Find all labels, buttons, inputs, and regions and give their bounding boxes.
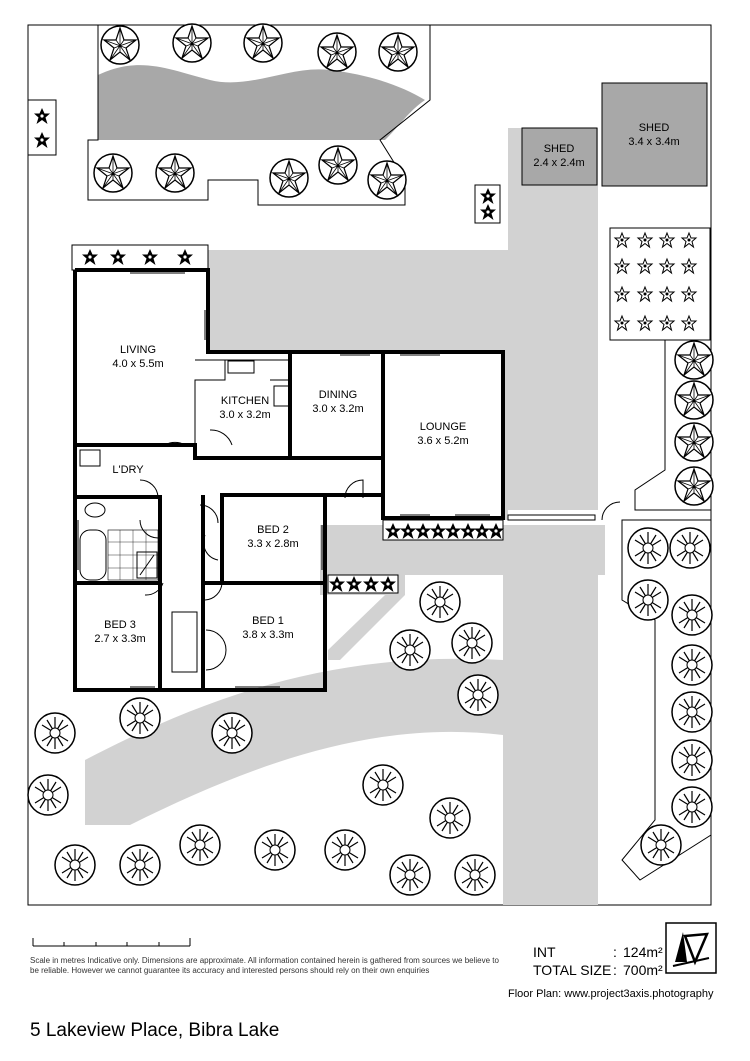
shed-small-dims: 2.4 x 2.4m <box>533 157 585 169</box>
room-bed1: BED 1 3.8 x 3.3m <box>242 614 293 642</box>
room-lounge-name: LOUNGE <box>419 421 467 433</box>
int-colon: : <box>613 944 617 960</box>
room-dining-dims: 3.0 x 3.2m <box>312 403 364 415</box>
room-bed2-name: BED 2 <box>257 524 289 536</box>
total-colon: : <box>613 962 617 978</box>
area-summary: INT : 124m² TOTAL SIZE : 700m² <box>533 943 663 979</box>
room-bed2: BED 2 3.3 x 2.8m <box>247 523 298 551</box>
room-bed1-name: BED 1 <box>252 615 284 627</box>
disclaimer-text: Scale in metres Indicative only. Dimensi… <box>30 956 499 975</box>
room-bed3-dims: 2.7 x 3.3m <box>94 633 146 645</box>
credit-text: Floor Plan: www.project3axis.photography <box>508 988 714 1000</box>
room-dining-name: DINING <box>318 389 358 401</box>
room-laundry: L'DRY <box>112 463 143 477</box>
room-kitchen: KITCHEN 3.0 x 3.2m <box>219 394 270 422</box>
shed-large <box>601 82 708 187</box>
room-living-dims: 4.0 x 5.5m <box>112 358 164 370</box>
int-label: INT <box>533 944 556 960</box>
room-kitchen-name: KITCHEN <box>220 395 270 407</box>
total-area-row: TOTAL SIZE : 700m² <box>533 961 663 979</box>
shed-small-label: SHED 2.4 x 2.4m <box>533 142 584 170</box>
room-dining: DINING 3.0 x 3.2m <box>312 388 363 416</box>
int-value: 124m² <box>623 944 663 960</box>
total-label: TOTAL SIZE <box>533 962 612 978</box>
driveway-paving <box>85 128 605 905</box>
shed-small <box>521 127 598 186</box>
shed-large-label: SHED 3.4 x 3.4m <box>628 121 679 149</box>
scale-bar <box>32 938 191 947</box>
room-lounge-dims: 3.6 x 5.2m <box>417 435 469 447</box>
room-bed2-dims: 3.3 x 2.8m <box>247 538 299 550</box>
shed-small-name: SHED <box>543 143 575 155</box>
room-laundry-name: L'DRY <box>112 464 144 476</box>
room-living: LIVING 4.0 x 5.5m <box>112 343 163 371</box>
logo-icon <box>665 922 717 974</box>
room-lounge: LOUNGE 3.6 x 5.2m <box>417 420 468 448</box>
room-bed3: BED 3 2.7 x 3.3m <box>94 618 145 646</box>
shed-large-dims: 3.4 x 3.4m <box>628 136 680 148</box>
room-bed1-dims: 3.8 x 3.3m <box>242 629 294 641</box>
shed-large-name: SHED <box>638 122 670 134</box>
room-living-name: LIVING <box>119 344 157 356</box>
garden-bed <box>87 24 431 206</box>
total-value: 700m² <box>623 962 663 978</box>
room-bed3-name: BED 3 <box>104 619 136 631</box>
property-address: 5 Lakeview Place, Bibra Lake <box>30 1020 280 1041</box>
int-area-row: INT : 124m² <box>533 943 663 961</box>
room-kitchen-dims: 3.0 x 3.2m <box>219 409 271 421</box>
